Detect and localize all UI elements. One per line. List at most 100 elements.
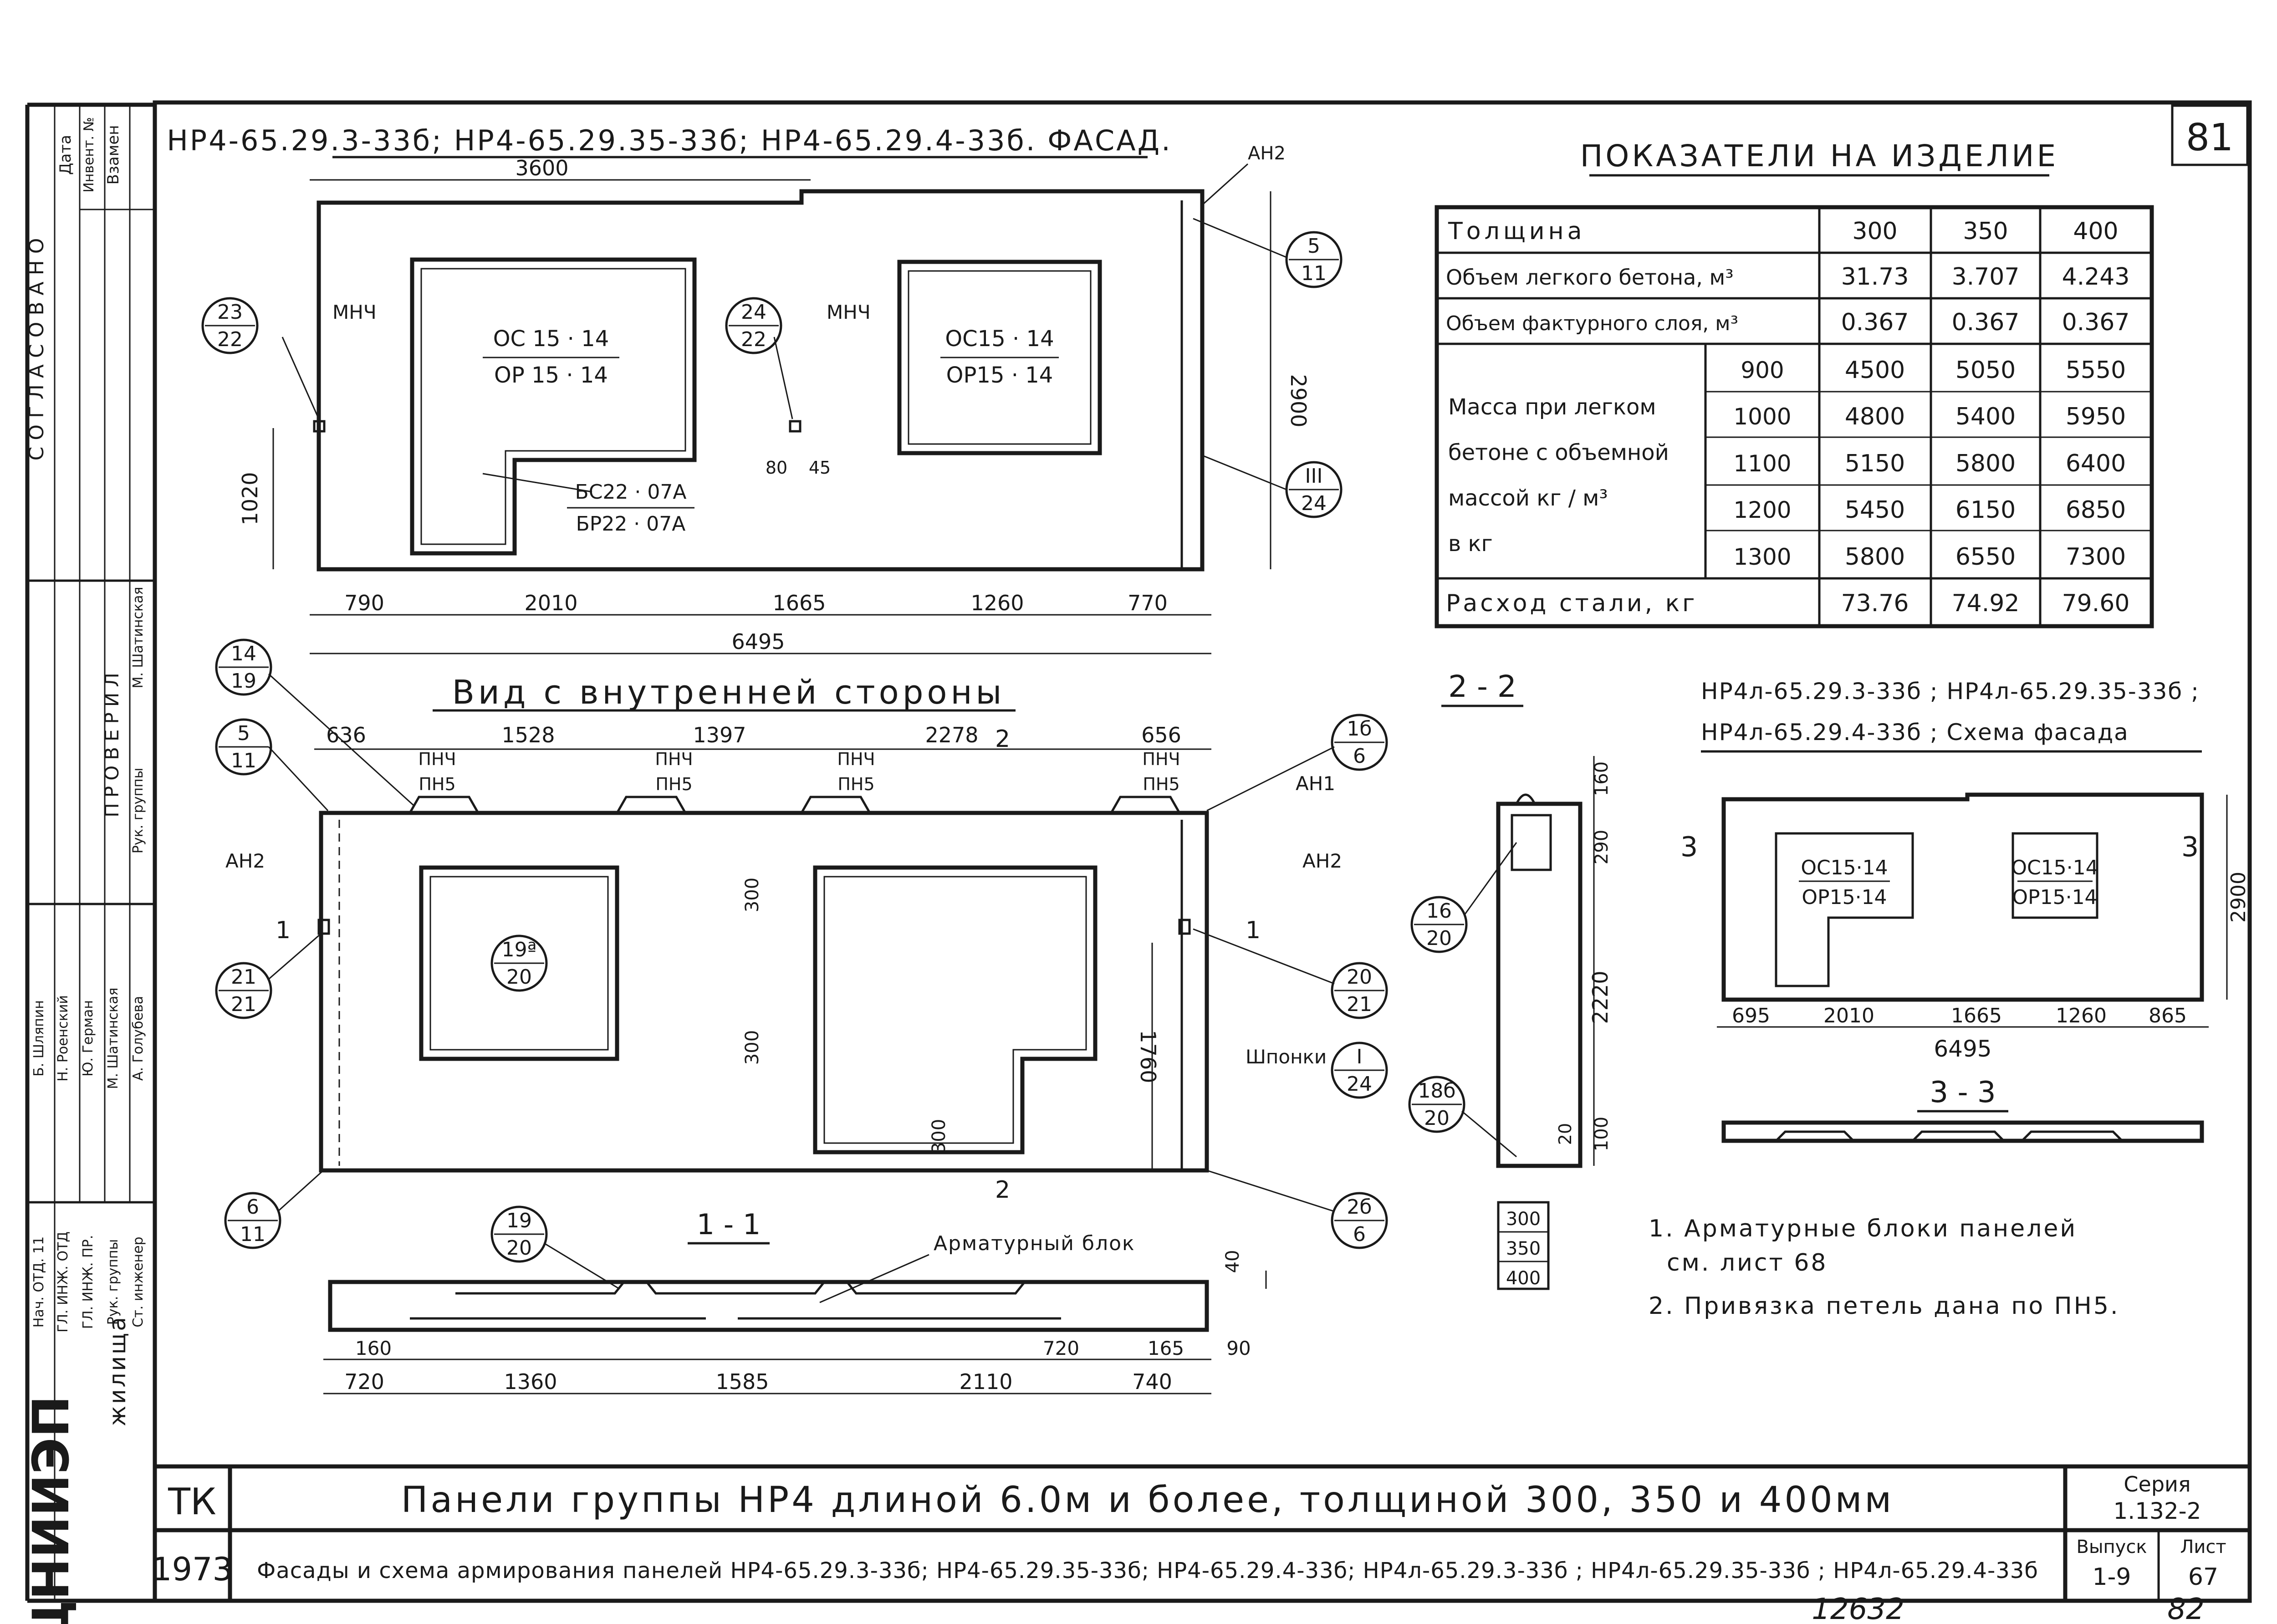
dim-300-b: 300 — [742, 1030, 763, 1065]
door-label-bot: БР22 · 07А — [576, 512, 686, 536]
c5i-top: 5 — [237, 722, 250, 745]
facade-opening-door-frame — [420, 268, 686, 545]
section-22-loop — [1511, 814, 1552, 871]
mnch-leader-2 — [773, 337, 793, 419]
m1000-300: 4800 — [1845, 403, 1905, 430]
section-11-outline — [328, 1280, 1209, 1332]
window1-label-top: ОС 15 · 14 — [493, 326, 609, 352]
thk-400: 400 — [1506, 1268, 1541, 1289]
side-data: Дата — [56, 135, 75, 175]
inner-dim-0: 636 — [326, 723, 366, 747]
m1200-350: 6150 — [1955, 496, 2016, 524]
scheme-overall: 6495 — [1934, 1036, 1991, 1062]
thk-300: 300 — [1506, 1209, 1541, 1230]
m1100-300: 5150 — [1845, 450, 1905, 477]
sheet-number-box — [2171, 104, 2249, 166]
s11-dim-3: 2110 — [959, 1369, 1012, 1394]
scheme-opening-window — [2012, 832, 2098, 919]
an2-left: АН2 — [225, 850, 265, 872]
dim-80: 80 — [766, 458, 787, 478]
side-soglasovano: СОГЛАСОВАНО — [25, 232, 48, 461]
c5i-bot: 11 — [231, 749, 256, 772]
dim-3600: 3600 — [515, 156, 568, 180]
side-role-0: Нач. ОТД. 11 — [31, 1236, 47, 1328]
an2-label: АН2 — [1248, 143, 1286, 164]
col-300: 300 — [1852, 218, 1897, 245]
section-33-title: 3 - 3 — [1930, 1076, 1996, 1109]
s11-dim-1: 1360 — [504, 1369, 557, 1394]
c24-bot: 22 — [741, 328, 766, 351]
section-11-profile — [455, 1281, 1026, 1295]
facade-dim-3: 1260 — [970, 591, 1024, 615]
m900-400: 5550 — [2066, 357, 2126, 384]
facade-drawing: ОС 15 · 14 ОР 15 · 14 ОС15 · 14 ОР15 · 1… — [201, 143, 1343, 654]
dim-1020: 1020 — [238, 472, 262, 525]
c2b-bot: 6 — [1353, 1223, 1366, 1246]
loop-3 — [800, 796, 871, 814]
side-name-1: Н. Роенский — [55, 995, 71, 1082]
stamp-title-2: Фасады и схема армирования панелей НР4-6… — [257, 1558, 2038, 1583]
c21-top: 21 — [231, 965, 256, 989]
callout-I-24: I 24 — [1331, 1042, 1388, 1099]
thk-350: 350 — [1506, 1238, 1541, 1259]
scheme-opening-door — [1775, 832, 1914, 987]
scheme-mark-3-right: 3 — [2181, 831, 2199, 863]
fc-400: 0.367 — [2062, 309, 2130, 336]
s22-dim-2220: 2220 — [1588, 970, 1613, 1024]
s11-dim-top-2: 165 — [1148, 1337, 1184, 1359]
pnch-3: ПНЧ — [837, 749, 875, 769]
callout-18b-20: 18б 20 — [1408, 1076, 1517, 1158]
density-900: 900 — [1741, 357, 1784, 383]
armature-block-label: Арматурный блок — [934, 1232, 1135, 1255]
c1b-top: 1б — [1347, 717, 1372, 741]
note-1b: см. лист 68 — [1667, 1249, 1828, 1277]
section-2-2: 2 - 2 160 290 2220 20 100 300 350 400 16… — [1408, 669, 1613, 1290]
s22-dim-290: 290 — [1591, 830, 1612, 864]
fc-350: 0.367 — [1952, 309, 2020, 336]
loop-2 — [616, 796, 687, 814]
window2-label-top: ОС15 · 14 — [945, 326, 1054, 352]
section-22-outline — [1496, 802, 1583, 1168]
m1000-350: 5400 — [1955, 403, 2016, 430]
callout-19a-20: 19ª 20 — [490, 935, 548, 992]
section-33-outline — [1721, 1120, 2204, 1143]
steel-400: 79.60 — [2062, 590, 2130, 617]
inner-panel-outline — [319, 811, 1209, 1173]
callout-21-21: 21 21 — [215, 933, 322, 1019]
scheme-dim-1: 2010 — [1823, 1004, 1874, 1027]
stamp-series: 1.132-2 — [2114, 1498, 2201, 1524]
col-400: 400 — [2073, 218, 2118, 245]
an2-left-anchor — [317, 919, 330, 935]
scheme-dim-3: 1260 — [2056, 1004, 2107, 1027]
section-mark-2-bottom: 2 — [995, 1176, 1010, 1204]
density-1100: 1100 — [1733, 450, 1791, 477]
col-350: 350 — [1963, 218, 2008, 245]
c5-bot: 11 — [1301, 262, 1327, 285]
pn5-4: ПН5 — [1143, 774, 1179, 794]
facade-dim-1: 2010 — [524, 591, 577, 615]
c20-bot: 21 — [1347, 993, 1372, 1016]
dim-1760: 1760 — [1136, 1030, 1160, 1083]
facing-label: Объем фактурного слоя, м³ — [1446, 312, 1738, 335]
callout-III-24: III 24 — [1202, 455, 1343, 518]
stamp-year: 1973 — [152, 1551, 233, 1588]
callout-19-20: 19 20 — [490, 1205, 620, 1290]
c1b-bot: 6 — [1353, 745, 1366, 768]
s11-dim-top-1: 720 — [1043, 1337, 1079, 1359]
c19a-top: 19ª — [502, 938, 537, 961]
c23-top: 23 — [217, 301, 243, 324]
scheme-outline — [1721, 792, 2204, 1002]
stamp-tk: ТК — [168, 1481, 216, 1523]
stamp-sheet: 67 — [2188, 1563, 2218, 1591]
c19-top: 19 — [506, 1209, 532, 1232]
section-33-profile — [1775, 1130, 2123, 1142]
cIII-top: III — [1305, 465, 1323, 488]
inner-opening-door — [813, 865, 1098, 1154]
notes: 1. Арматурные блоки панелей см. лист 68 … — [1649, 1215, 2118, 1320]
callout-2b-6: 2б 6 — [1206, 1169, 1388, 1249]
pnch-4: ПНЧ — [1142, 749, 1180, 769]
side-name-2: Ю. Герман — [80, 1000, 96, 1077]
m1300-400: 7300 — [2066, 543, 2126, 571]
stamp-title-1: Панели группы НР4 длиной 6.0м и более, т… — [401, 1480, 1894, 1521]
c23-bot: 22 — [217, 328, 243, 351]
